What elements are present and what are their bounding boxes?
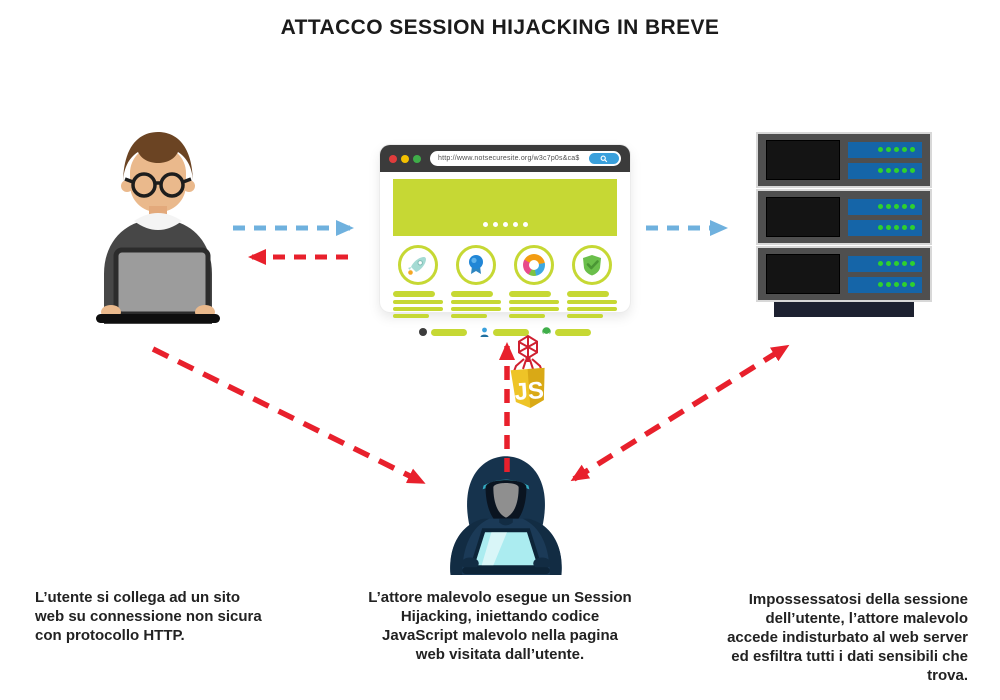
arrow-user-to-attacker [151, 346, 426, 485]
server-drive-bay [848, 219, 922, 236]
hero-banner [393, 179, 617, 236]
carousel-dots [393, 222, 617, 227]
server-unit [758, 134, 930, 186]
browser-footer [393, 327, 617, 337]
server-drive-bay [848, 255, 922, 272]
attacker-laptop-base [462, 567, 550, 575]
award-badge-icon [469, 255, 483, 274]
server-unit [758, 248, 930, 300]
server-screen [766, 197, 840, 237]
attacker-face [493, 483, 519, 518]
server-drive-bay [848, 198, 922, 215]
dark-dot-icon [419, 328, 427, 336]
caption-user: L’utente si collega ad un sito web su co… [35, 589, 262, 644]
user-figure [96, 132, 220, 324]
feature-shield [567, 245, 617, 318]
browser-content [380, 172, 630, 337]
donut-chart-icon [523, 254, 545, 276]
user-glasses [124, 172, 192, 198]
virus-icon [512, 334, 544, 375]
url-text: http://www.notsecuresite.org/w3c7p0s&ca$ [438, 155, 580, 162]
user-collar [134, 213, 182, 230]
server-unit [758, 191, 930, 243]
search-button [589, 153, 619, 164]
page-title: ATTACCO SESSION HIJACKING IN BREVE [280, 16, 720, 39]
traffic-light-red-icon [389, 154, 397, 163]
web-server [758, 134, 930, 317]
js-shield: JS [510, 367, 545, 408]
server-screen [766, 140, 840, 180]
server-drive-bay [848, 141, 922, 158]
arrow-attacker-server-bidirectional [570, 344, 790, 482]
attacker-figure [450, 456, 562, 575]
feature-chart [509, 245, 559, 318]
user-laptop-screen [113, 247, 211, 317]
caption-server: Impossessatosi della sessione dell’utent… [727, 591, 968, 684]
rocket-icon [408, 257, 426, 275]
feature-rocket [393, 245, 443, 318]
traffic-light-yellow-icon [401, 154, 409, 163]
blue-user-icon [480, 327, 489, 337]
server-drive-bay [848, 276, 922, 293]
server-screen [766, 254, 840, 294]
browser-topbar: http://www.notsecuresite.org/w3c7p0s&ca$ [380, 145, 630, 172]
url-bar: http://www.notsecuresite.org/w3c7p0s&ca$ [430, 151, 621, 166]
shield-check-icon [583, 255, 601, 276]
feature-badge [451, 245, 501, 318]
malicious-javascript-icon: JS [510, 334, 545, 408]
feature-row [393, 245, 617, 318]
green-user-icon [542, 327, 551, 336]
browser-window: http://www.notsecuresite.org/w3c7p0s&ca$ [380, 145, 630, 337]
user-hair [123, 132, 193, 184]
attacker-laptop-screen [469, 528, 543, 570]
search-icon [600, 155, 608, 162]
server-drive-bay [848, 162, 922, 179]
user-laptop-base [96, 314, 220, 323]
traffic-light-green-icon [413, 154, 421, 163]
caption-attacker: L’attore malevolo esegue un Session Hija… [368, 589, 632, 663]
js-label: JS [514, 377, 545, 406]
